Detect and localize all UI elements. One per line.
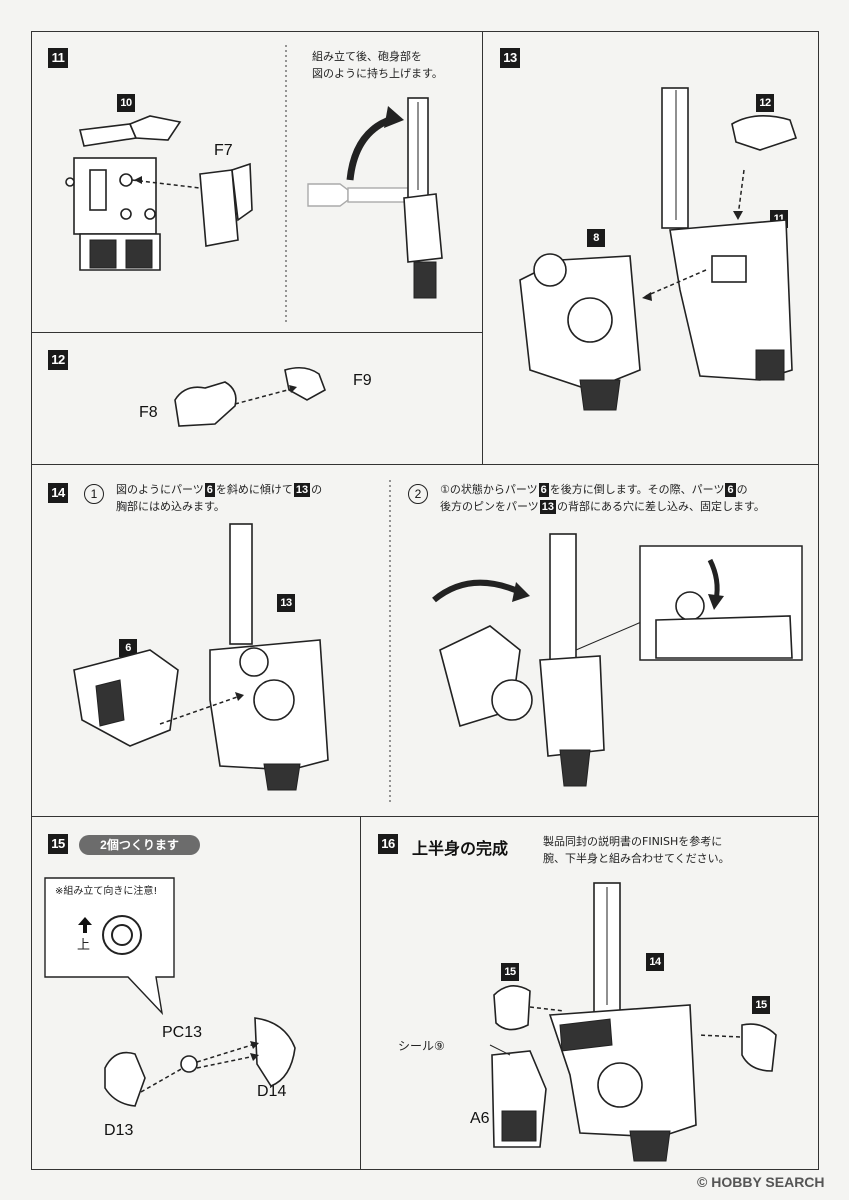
part-12-tag: 12	[756, 94, 774, 112]
step-11-divider	[285, 45, 287, 325]
step-14-divider	[389, 480, 391, 805]
step-12-number: 12	[48, 350, 68, 370]
part-13-tag: 13	[277, 594, 295, 612]
sub1-line2: 胸部にはめ込みます。	[116, 500, 225, 513]
callout-caution-text: ※組み立て向きに注意!	[55, 886, 158, 897]
step-15-illustration	[104, 1017, 296, 1107]
sub2-line2-b: の背部にある穴に差し込み、固定します。	[557, 500, 765, 513]
sub2-text-a: ①の状態からパーツ	[440, 483, 538, 496]
step-14-sub1-illustration	[73, 523, 329, 791]
sub1-text-a: 図のようにパーツ	[116, 483, 204, 496]
ring-preview-icon	[102, 915, 142, 955]
part-f9-label: F9	[353, 372, 372, 389]
step-12-illustration	[174, 366, 326, 427]
step-11-number: 11	[48, 48, 68, 68]
part-10-tag: 10	[117, 94, 135, 112]
step-14-sub2-circle: 2	[408, 484, 428, 504]
step-11-note: 組み立て後、砲身部を 図のように持ち上げます。	[312, 50, 443, 80]
part-6-tag: 6	[119, 639, 137, 657]
watermark: © HOBBY SEARCH	[697, 1174, 825, 1190]
seal-label: シール⑨	[398, 1039, 445, 1053]
part-pc13-label: PC13	[162, 1024, 203, 1041]
step-14-sub1-circle: 1	[84, 484, 104, 504]
sub2-line2-a: 後方のピンをパーツ	[440, 500, 539, 513]
make-two-pill: 2個つくります	[79, 835, 200, 855]
up-label: 上	[77, 938, 91, 953]
sub2-text-b: を後方に倒します。その際、パーツ	[549, 483, 725, 496]
part-15a-tag: 15	[501, 963, 519, 981]
sub2-text-c: の	[736, 483, 748, 496]
part-8-tag: 8	[587, 229, 605, 247]
step-15-number: 15	[48, 834, 68, 854]
part-a6-label: A6	[470, 1110, 490, 1127]
step-11-lift-illustration	[307, 97, 443, 299]
part-14-tag: 14	[646, 953, 664, 971]
part-f7-label: F7	[214, 142, 233, 159]
sub2-badge-b: 6	[725, 483, 736, 497]
step-13-illustration	[519, 87, 798, 411]
sub1-badge-b: 13	[293, 483, 311, 497]
step-16-number: 16	[378, 834, 398, 854]
part-d13-label: D13	[104, 1122, 134, 1139]
sub1-text-b: を斜めに傾けて	[215, 483, 293, 496]
sub1-text-c: の	[311, 483, 323, 496]
sub1-badge-a: 6	[204, 483, 215, 497]
step-14-number: 14	[48, 483, 68, 503]
step-13-number: 13	[500, 48, 520, 68]
watermark-copyright: ©	[697, 1174, 708, 1190]
sub2-badge-a: 6	[538, 483, 549, 497]
part-f8-label: F8	[139, 404, 158, 421]
step-14-sub2-illustration	[432, 533, 803, 787]
step-16-note: 製品同封の説明書のFINISHを参考に 腕、下半身と組み合わせてください。	[543, 835, 730, 865]
step-11-illustration	[65, 115, 253, 271]
up-arrow-icon	[78, 917, 92, 933]
step-16-illustration	[489, 882, 777, 1162]
part-15b-tag: 15	[752, 996, 770, 1014]
part-d14-label: D14	[257, 1083, 287, 1100]
step-16-title: 上半身の完成	[412, 839, 509, 858]
watermark-text: HOBBY SEARCH	[711, 1174, 825, 1190]
step-16-panel	[360, 816, 819, 1170]
sub2-badge-c: 13	[539, 500, 557, 514]
